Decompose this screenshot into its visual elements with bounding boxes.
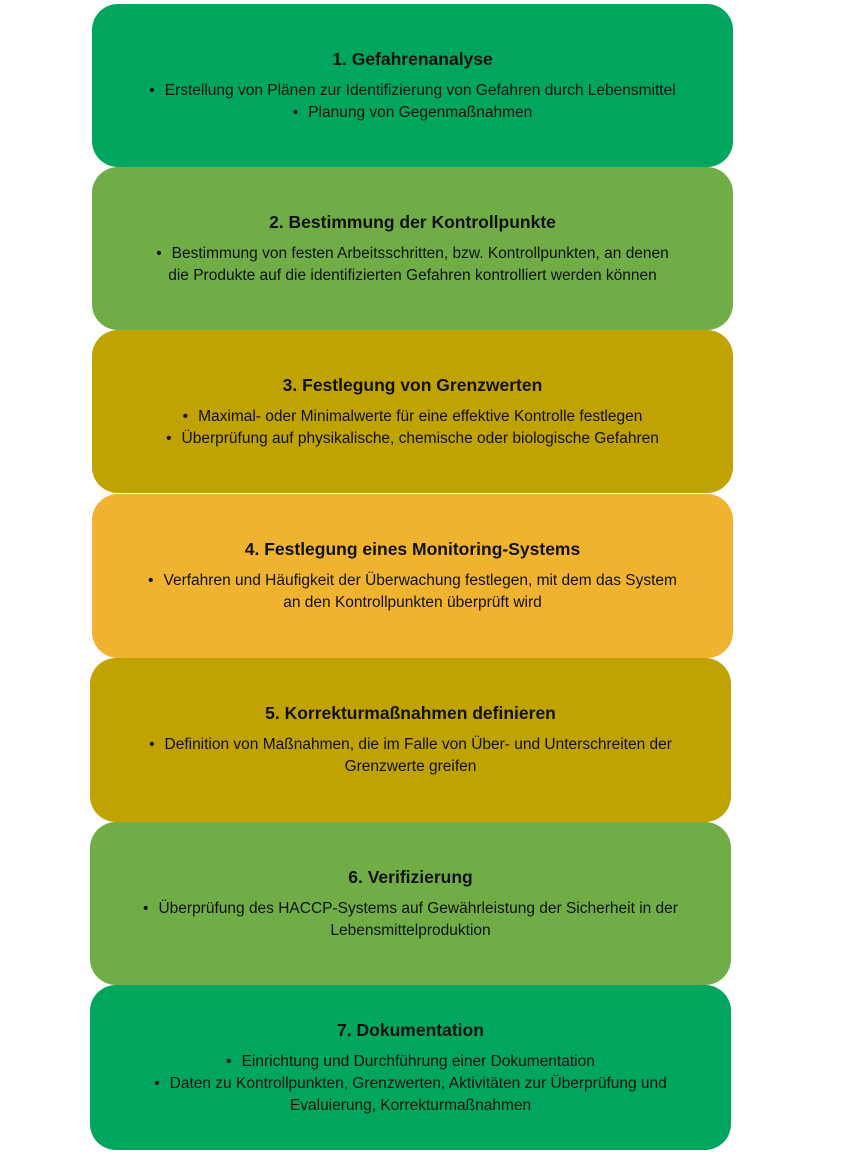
step-bullet-list: • Überprüfung des HACCP-Systems auf Gewäh… [143, 898, 678, 942]
step-box-3: 3. Festlegung von Grenzwerten • Maximal- o… [92, 330, 733, 493]
bullet-text: Daten zu Kontrollpunkten, Grenzwerten, A… [169, 1074, 667, 1092]
bullet-text: Lebensmittelproduktion [330, 921, 491, 939]
step-title: 7. Dokumentation [337, 1019, 484, 1040]
step-box-7: 7. Dokumentation • Einrichtung und Durchfü… [90, 985, 731, 1150]
bullet-line: • Überprüfung auf physikalische, chemisch… [166, 428, 659, 450]
bullet-dot-icon: • [143, 899, 149, 917]
bullet-dot-icon: • [292, 103, 299, 121]
bullet-text: Überprüfung auf physikalische, chemische… [181, 429, 659, 447]
bullet-text: Erstellung von Plänen zur Identifizierun… [164, 81, 676, 99]
step-box-2: 2. Bestimmung der Kontrollpunkte • Bestimm… [92, 167, 733, 330]
bullet-line: • Erstellung von Plänen zur Identifizieru… [149, 80, 675, 102]
bullet-line: Grenzwerte greifen [149, 756, 672, 778]
bullet-text: Einrichtung und Durchführung einer Dokum… [241, 1052, 595, 1070]
step-bullet-list: • Verfahren und Häufigkeit der Überwachun… [148, 570, 677, 614]
step-title: 4. Festlegung eines Monitoring-Systems [244, 539, 581, 559]
bullet-text: Verfahren und Häufigkeit der Überwachung… [163, 572, 677, 589]
step-bullet-list: • Einrichtung und Durchführung einer Doku… [154, 1051, 667, 1117]
bullet-dot-icon: • [154, 1074, 160, 1092]
bullet-line: an den Kontrollpunkten überprüft wird [148, 592, 677, 614]
step-bullet-list: • Maximal- oder Minimalwerte für eine eff… [166, 406, 659, 450]
step-box-4: 4. Festlegung eines Monitoring-Systems • V… [92, 494, 733, 658]
bullet-line: • Planung von Gegenmaßnahmen [149, 102, 675, 124]
bullet-line: • Daten zu Kontrollpunkten, Grenzwerten, … [154, 1073, 667, 1095]
bullet-text: Bestimmung von festen Arbeitsschritten, … [171, 244, 669, 262]
bullet-text: Definition von Maßnahmen, die im Falle v… [164, 736, 672, 753]
bullet-text: Planung von Gegenmaßnahmen [308, 103, 533, 121]
bullet-line: • Einrichtung und Durchführung einer Doku… [154, 1051, 667, 1073]
step-title: 3. Festlegung von Grenzwerten [282, 374, 543, 395]
bullet-line: • Verfahren und Häufigkeit der Überwachun… [148, 570, 677, 592]
step-box-5: 5. Korrekturmaßnahmen definieren • Definit… [90, 658, 731, 822]
bullet-line: die Produkte auf die identifizierten Gef… [156, 265, 669, 287]
bullet-dot-icon: • [148, 572, 154, 589]
step-bullet-list: • Definition von Maßnahmen, die im Falle … [149, 734, 672, 778]
bullet-dot-icon: • [149, 81, 155, 99]
bullet-dot-icon: • [182, 407, 189, 425]
step-title: 5. Korrekturmaßnahmen definieren [265, 703, 556, 723]
step-title: 2. Bestimmung der Kontrollpunkte [269, 211, 556, 232]
step-title: 1. Gefahrenanalyse [332, 48, 493, 69]
bullet-line: Lebensmittelproduktion [143, 920, 678, 942]
bullet-text: Maximal- oder Minimalwerte für eine effe… [198, 407, 643, 425]
bullet-text: an den Kontrollpunkten überprüft wird [283, 594, 542, 611]
step-title: 6. Verifizierung [348, 866, 473, 887]
bullet-dot-icon: • [226, 1052, 232, 1070]
bullet-line: • Bestimmung von festen Arbeitsschritten,… [156, 243, 669, 265]
bullet-line: Evaluierung, Korrekturmaßnahmen [154, 1095, 667, 1117]
bullet-text: Evaluierung, Korrekturmaßnahmen [289, 1096, 532, 1114]
bullet-dot-icon: • [156, 244, 162, 262]
bullet-dot-icon: • [166, 429, 172, 447]
step-bullet-list: • Erstellung von Plänen zur Identifizieru… [149, 80, 675, 124]
bullet-text: die Produkte auf die identifizierten Gef… [168, 266, 657, 284]
step-bullet-list: • Bestimmung von festen Arbeitsschritten,… [156, 243, 669, 287]
step-box-1: 1. Gefahrenanalyse • Erstellung von Plänen… [92, 4, 733, 167]
bullet-text: Grenzwerte greifen [344, 758, 477, 775]
step-box-6: 6. Verifizierung • Überprüfung des HACCP-S… [90, 822, 731, 985]
bullet-line: • Überprüfung des HACCP-Systems auf Gewäh… [143, 898, 678, 920]
bullet-dot-icon: • [149, 736, 155, 753]
bullet-line: • Definition von Maßnahmen, die im Falle … [149, 734, 672, 756]
bullet-line: • Maximal- oder Minimalwerte für eine eff… [166, 406, 659, 428]
bullet-text: Überprüfung des HACCP-Systems auf Gewähr… [158, 899, 678, 917]
